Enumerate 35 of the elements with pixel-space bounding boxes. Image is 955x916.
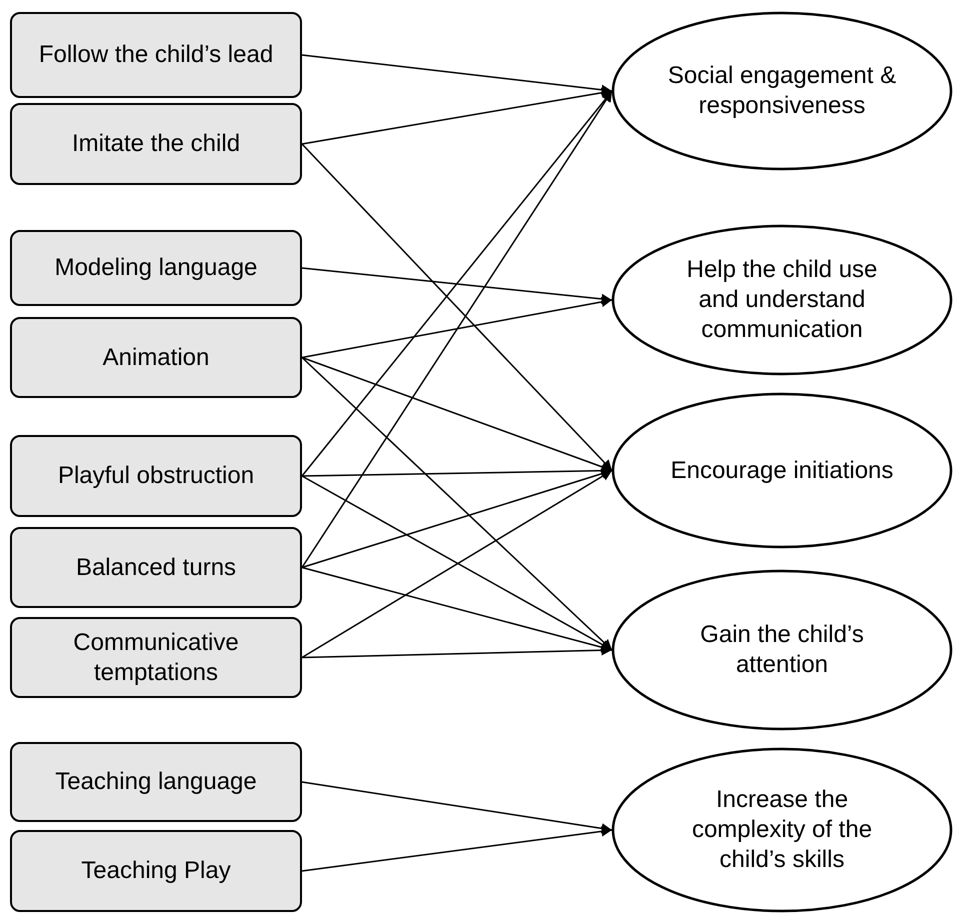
rounded-box [10,103,302,185]
arrow [302,645,612,658]
arrow [302,54,612,95]
arrow [301,90,613,568]
arrow [302,267,612,304]
arrow [302,88,612,145]
node-label: Communicative temptations [72,628,240,688]
arrow [302,566,612,652]
arrow [302,826,612,872]
node-label: Help the child use and understand communication [686,255,878,345]
node-label: Playful obstruction [58,461,254,491]
rounded-box [10,617,302,698]
rounded-box [10,435,302,517]
node-label: Teaching Play [81,856,231,886]
node-label: Modeling language [54,253,258,283]
rounded-box [10,742,302,822]
arrow [302,468,612,568]
rounded-box [10,230,302,306]
node-label: Increase the complexity of the child’s skills [690,785,874,875]
node-label: Gain the child’s attention [699,620,865,680]
rounded-box [10,830,302,912]
rounded-box [10,317,302,398]
node-label: Animation [102,342,210,372]
arrow [302,296,612,358]
node-label: Teaching language [55,767,257,797]
rounded-box [10,12,302,98]
node-label: Balanced turns [76,552,236,582]
node-label: Follow the child’s lead [38,40,274,70]
rounded-box [10,527,302,608]
node-label: Social engagement & responsiveness [667,61,897,121]
arrow [302,356,612,472]
node-label: Encourage initiations [670,456,894,486]
node-label: Imitate the child [72,129,240,159]
arrow [302,781,612,834]
arrow [301,356,613,651]
